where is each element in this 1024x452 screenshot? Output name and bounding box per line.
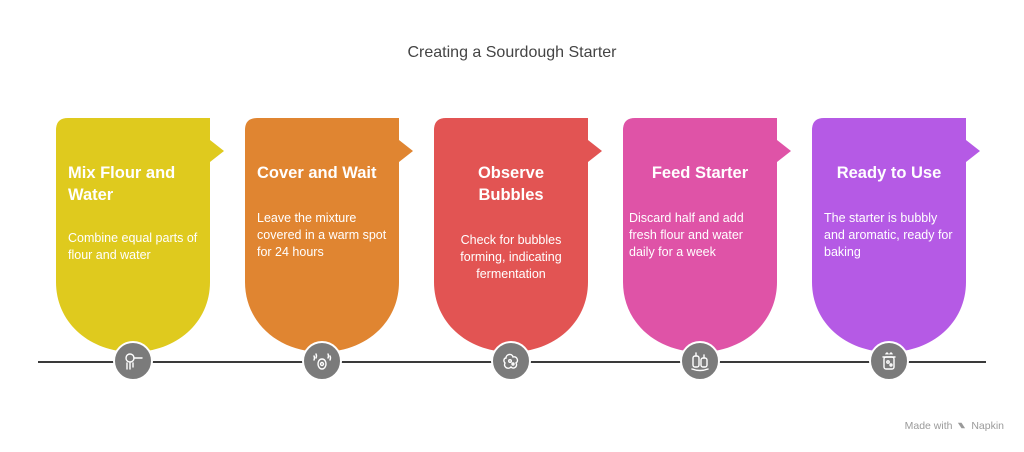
step-card-shape — [623, 118, 791, 352]
starter-jar-icon — [869, 341, 909, 381]
step-title: Mix Flour and Water — [68, 164, 176, 204]
feed-cycle-icon — [680, 341, 720, 381]
step-card-shape — [434, 118, 602, 352]
warm-spot-icon — [302, 341, 342, 381]
step-description: Combine equal parts of flour and water — [68, 231, 198, 262]
step-description: The starter is bubbly and aromatic, read… — [824, 211, 953, 259]
napkin-brand: Napkin — [971, 420, 1004, 432]
step-title: Ready to Use — [836, 164, 942, 182]
step-card-feed-starter: Feed Starter Discard half and add fresh … — [623, 118, 793, 352]
bubbles-icon — [491, 341, 531, 381]
step-card-observe-bubbles: Observe Bubbles Check for bubbles formin… — [434, 118, 604, 352]
step-title: Feed Starter — [651, 164, 749, 182]
step-card-mix-flour: Mix Flour and Water Combine equal parts … — [56, 118, 226, 352]
footer-credit: Made with Napkin — [905, 420, 1004, 432]
step-title: Observe Bubbles — [477, 164, 545, 204]
step-description: Check for bubbles forming, indicating fe… — [460, 233, 562, 281]
step-description: Discard half and add fresh flour and wat… — [629, 211, 744, 259]
step-card-cover-wait: Cover and Wait Leave the mixture covered… — [245, 118, 415, 352]
step-title: Cover and Wait — [257, 164, 377, 182]
step-card-shape — [812, 118, 980, 352]
napkin-logo-icon — [958, 422, 966, 429]
step-description: Leave the mixture covered in a warm spot… — [257, 211, 387, 259]
diagram-title: Creating a Sourdough Starter — [407, 44, 617, 61]
measuring-spoon-icon — [113, 341, 153, 381]
made-with-label: Made with — [904, 420, 953, 432]
step-card-shape — [245, 118, 413, 352]
step-card-ready-to-use: Ready to Use The starter is bubbly and a… — [812, 118, 982, 352]
step-card-shape — [56, 118, 224, 352]
